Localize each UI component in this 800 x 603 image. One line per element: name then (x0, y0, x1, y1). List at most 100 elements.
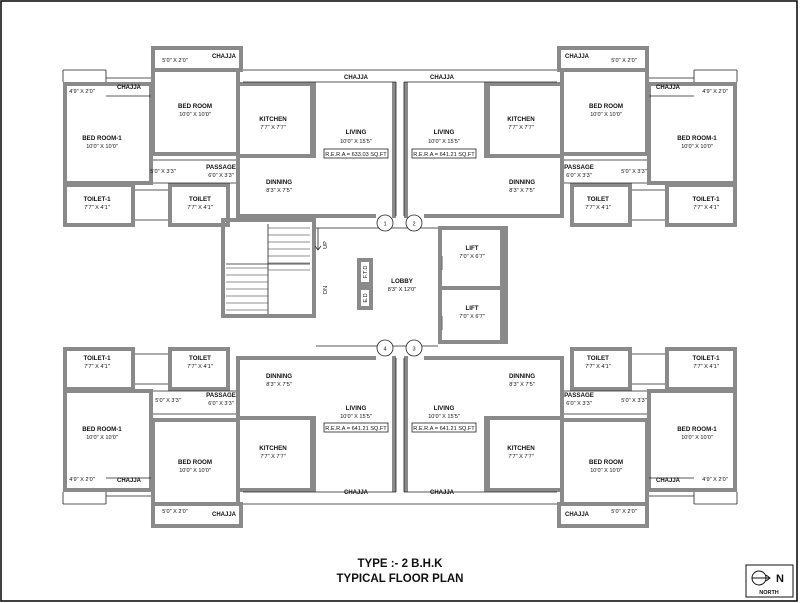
chajja-label: CHAJJA (430, 75, 455, 81)
living-wall (484, 416, 488, 492)
toilet-dim: 7'7" X 4'1" (187, 364, 212, 370)
toilet1-wall (63, 347, 67, 391)
lift-2-dim: 7'0" X 6'7" (459, 314, 484, 320)
toilet-wall (570, 183, 574, 227)
balcony-wall (557, 524, 649, 528)
stair-wall (221, 218, 225, 318)
toilet-wall (628, 183, 632, 227)
toilet-wall (168, 347, 172, 391)
balcony-wall (645, 46, 649, 72)
living-name: LIVING (346, 405, 367, 412)
bedroom1-wall (63, 82, 67, 185)
kitchen-wall (236, 154, 314, 158)
shaft-wall (357, 282, 373, 286)
shaft-wall (357, 258, 361, 286)
toilet-wall (628, 347, 632, 391)
bed1-ext-label: 4'9" X 2'0" (702, 477, 727, 483)
living-wall (404, 356, 408, 492)
passage-small-label: 5'0" X 3'3" (621, 169, 646, 175)
bedroom1-wall (63, 82, 153, 86)
living-dim: 10'0" X 15'5" (428, 139, 460, 145)
kitchen-dim: 7'7" X 7'7" (260, 125, 285, 131)
chajja-small-label: CHAJJA (212, 54, 237, 60)
toilet-dim: 7'7" X 4'1" (585, 205, 610, 211)
kitchen-wall (486, 488, 564, 492)
flat-number-4: 4 (383, 347, 386, 353)
flat-2: CHAJJA 5'0" X 2'0" CHAJJA 4'9" X 2'0" CH… (411, 54, 728, 211)
bedroom-name: BED ROOM (178, 103, 212, 110)
flat-3: TOILET-1 7'7" X 4'1" TOILET 7'7" X 4'1" … (411, 355, 728, 518)
dinning-wall (424, 356, 564, 360)
balcony-label: 5'0" X 2'0" (611, 509, 636, 515)
flat-1: CHAJJA 5'0" X 2'0" CHAJJA 4'9" X 2'0" CH… (69, 54, 389, 211)
passage-dim: 6'0" X 3'3" (208, 173, 233, 179)
stair-up-label: UP (323, 241, 329, 249)
passage-dim: 6'0" X 3'3" (566, 401, 591, 407)
toilet1-wall (733, 347, 737, 391)
chajja-label: CHAJJA (344, 490, 369, 496)
passage-small-label: 5'0" X 3'3" (621, 398, 646, 404)
lift-wall (438, 286, 442, 344)
kitchen-wall (560, 416, 564, 492)
toilet-name: TOILET (189, 196, 211, 203)
toilet1-wall (665, 347, 737, 351)
kitchen-wall (560, 82, 564, 158)
bedroom1-wall (647, 82, 737, 86)
kitchen-dim: 7'7" X 7'7" (260, 454, 285, 460)
dinning-wall (236, 156, 240, 218)
toilet1-wall (131, 347, 135, 391)
balcony-wall (151, 502, 155, 528)
passage-name: PASSAGE (564, 392, 594, 399)
bed1-name: BED ROOM-1 (82, 135, 122, 142)
kitchen-wall (486, 154, 564, 158)
kitchen-wall (236, 416, 314, 420)
lobby-dim: 8'3" X 12'0" (388, 287, 417, 293)
bedroom-dim: 10'0" X 10'0" (590, 468, 622, 474)
balcony-label: 5'0" X 2'0" (162, 58, 187, 64)
toilet1-wall (733, 183, 737, 227)
lift-wall (438, 340, 508, 344)
toilet-name: TOILET (587, 196, 609, 203)
toilet-name: TOILET (189, 355, 211, 362)
toilet1-wall (665, 347, 669, 391)
chajja-side-label: CHAJJA (656, 85, 681, 91)
toilet1-name: TOILET-1 (692, 355, 720, 362)
plan-type-title: TYPE :- 2 B.H.K (358, 558, 444, 570)
living-name: LIVING (434, 129, 455, 136)
stair-wall (312, 218, 316, 318)
bedroom1-wall (647, 389, 651, 492)
bedroom-wall (560, 152, 649, 156)
toilet1-name: TOILET-1 (83, 355, 111, 362)
passage-small-label: 5'0" X 3'3" (155, 398, 180, 404)
dinning-dim: 8'3" X 7'5" (266, 382, 291, 388)
shaft-wall (357, 286, 361, 310)
chajja-label: CHAJJA (430, 490, 455, 496)
toilet-wall (570, 347, 632, 351)
bedroom-dim: 10'0" X 10'0" (179, 468, 211, 474)
toilet-dim: 7'7" X 4'1" (187, 205, 212, 211)
bedroom1-wall (149, 389, 153, 492)
lift-wall (438, 286, 508, 290)
rera-area: R.E.R.A = 641.21 SQ.FT (413, 152, 475, 158)
toilet-wall (168, 183, 230, 187)
toilet1-name: TOILET-1 (692, 196, 720, 203)
toilet-wall (168, 183, 172, 227)
bed1-dim: 10'0" X 10'0" (681, 144, 713, 150)
bedroom1-wall (63, 488, 153, 492)
shaft-wall (357, 306, 373, 310)
balcony-wall (557, 502, 561, 528)
bedroom1-wall (647, 488, 737, 492)
bedroom1-wall (733, 82, 737, 185)
bedroom1-wall (63, 389, 67, 492)
toilet-dim: 7'7" X 4'1" (585, 364, 610, 370)
living-wall (312, 416, 316, 492)
passage-dim: 6'0" X 3'3" (208, 401, 233, 407)
toilet-wall (168, 387, 230, 391)
balcony-label: 5'0" X 2'0" (611, 58, 636, 64)
shaft-wall (369, 258, 373, 286)
balcony-wall (151, 46, 243, 50)
plan-walls (62, 46, 738, 528)
lift-1-dim: 7'0" X 6'7" (459, 254, 484, 260)
